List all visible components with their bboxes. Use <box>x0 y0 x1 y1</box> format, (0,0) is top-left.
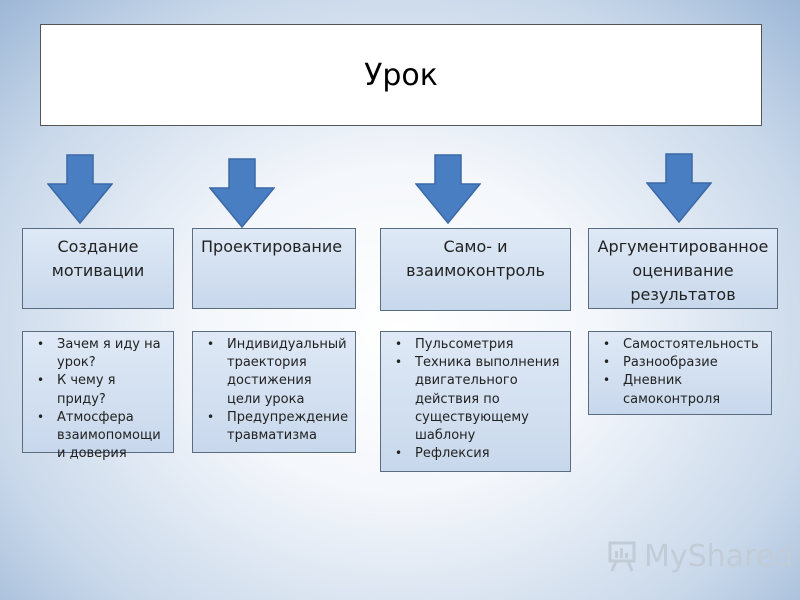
list-item: Индивидуальный траектория достижения цел… <box>207 336 349 409</box>
list-motivation: Зачем я иду на урок? К чему я приду? Атм… <box>22 331 174 461</box>
down-arrow-1-icon <box>47 154 113 224</box>
watermark-logo: MyShared <box>606 536 793 576</box>
list-item: Пульсометрия <box>395 336 564 354</box>
presentation-board-icon <box>608 541 636 572</box>
list-item: Разнообразие <box>603 354 765 372</box>
list-design: Индивидуальный траектория достижения цел… <box>192 331 356 453</box>
down-arrow-4-icon <box>646 153 712 223</box>
list-item: Техника выполнения двигательного действи… <box>395 354 564 445</box>
heading-assessment: Аргументированное оценивание результатов <box>588 228 778 309</box>
list-self-control: Пульсометрия Техника выполнения двигател… <box>380 331 571 472</box>
heading-design: Проектирование <box>192 228 356 309</box>
heading-self-control: Само- и взаимоконтроль <box>380 228 571 311</box>
list-item: Предупреждение травматизма <box>207 409 349 445</box>
down-arrow-3-icon <box>415 154 481 224</box>
list-item: Дневник самоконтроля <box>603 372 765 408</box>
list-assessment: Самостоятельность Разнообразие Дневник с… <box>588 331 772 415</box>
list-item: Атмосфера взаимопомощи и доверия <box>37 409 167 464</box>
watermark-text: MyShared <box>644 538 794 574</box>
list-item: Зачем я иду на урок? <box>37 336 167 372</box>
down-arrow-2-icon <box>209 158 275 228</box>
heading-motivation: Создание мотивации <box>22 228 174 309</box>
lesson-title: Урок <box>40 24 762 126</box>
list-item: Самостоятельность <box>603 336 765 354</box>
list-item: К чему я приду? <box>37 372 167 408</box>
list-item: Рефлексия <box>395 445 564 463</box>
